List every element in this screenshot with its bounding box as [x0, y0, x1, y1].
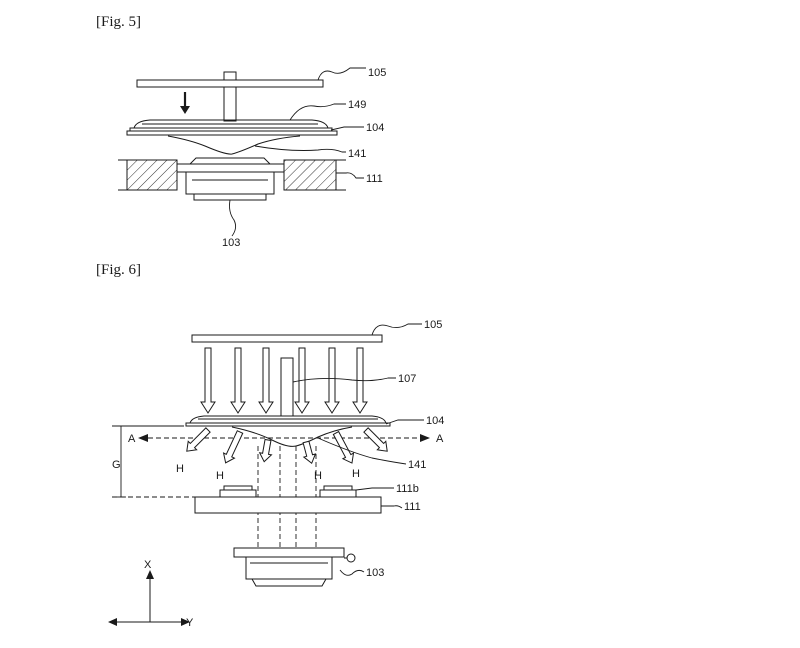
fig5-label-103: 103: [222, 237, 240, 249]
fig6-label-111b: 111b: [396, 483, 419, 495]
fig6-leader-107: [292, 377, 396, 383]
fig5-down-arrow-icon: [180, 92, 190, 114]
fig6-plate-105: [191, 334, 383, 343]
fig5-leader-103: [229, 199, 237, 237]
fig6-label-107: 107: [398, 373, 416, 385]
fig6-leader-111b: [355, 487, 394, 491]
down-arrow-icon: [200, 347, 216, 414]
fig5-leader-111: [336, 172, 364, 179]
fig5-wafer-stack-104: [126, 119, 338, 136]
fig6-label-104: 104: [426, 415, 444, 427]
fig5-title: [Fig. 5]: [96, 14, 141, 30]
fig6-label-105: 105: [424, 319, 442, 331]
down-arrow-icon: [324, 347, 340, 414]
fig6-leader-104: [385, 419, 424, 425]
down-arrow-icon: [258, 347, 274, 414]
diagonal-arrow-icon: [302, 440, 317, 465]
fig5-unit-103: [185, 157, 275, 201]
fig6-label-141: 141: [408, 459, 426, 471]
fig5-membrane-141: [167, 135, 301, 155]
fig6-label-h4: H: [352, 468, 360, 480]
fig6-support-111: [194, 485, 382, 514]
diagonal-arrow-icon: [363, 427, 388, 452]
fig6-label-g: G: [112, 459, 121, 471]
y-axis-left-arrowhead-icon: [108, 618, 117, 626]
axis-label-y: Y: [186, 617, 194, 629]
left-arrowhead-icon: [138, 434, 148, 442]
fig6-h-arrows: [186, 427, 388, 465]
fig5-leader-149: [289, 103, 346, 121]
fig6-wafer-stack-104: [185, 415, 391, 427]
fig5-shaft: [223, 86, 237, 122]
fig6-shaft-107: [280, 357, 294, 417]
fig5-shaft-cap: [223, 71, 237, 81]
fig5-label-141: 141: [348, 148, 366, 160]
fig5-support-111: [118, 159, 346, 191]
fig5-label-104: 104: [366, 122, 384, 134]
fig6-leader-141: [317, 437, 407, 465]
fig6-title: [Fig. 6]: [96, 262, 141, 278]
down-arrow-icon: [230, 347, 246, 414]
fig6-leader-103: [339, 569, 365, 576]
diagonal-arrow-icon: [186, 427, 211, 452]
fig6-label-h2: H: [216, 470, 224, 482]
fig6-label-a-left: A: [128, 433, 136, 445]
fig6-label-a-right: A: [436, 433, 444, 445]
diagonal-arrow-icon: [222, 430, 244, 464]
fig5-leader-104: [330, 126, 364, 131]
fig6-label-h3: H: [314, 470, 322, 482]
fig5-label-111: 111: [366, 173, 383, 185]
diagonal-arrow-icon: [332, 430, 355, 464]
fig6-axes: [108, 570, 190, 626]
fig5-label-149: 149: [348, 99, 366, 111]
fig6-leader-111: [381, 505, 403, 509]
fig5-plate-105: [136, 79, 324, 88]
fig6-diagram: 105 107 104 141 111b 111 103 A A G H H H…: [108, 319, 444, 629]
fig5-leader-105: [317, 67, 366, 81]
fig5-label-105: 105: [368, 67, 386, 79]
fig6-membrane-141: [231, 426, 353, 447]
diagonal-arrow-icon: [258, 438, 273, 463]
fig6-label-111: 111: [404, 501, 421, 513]
right-arrowhead-icon: [420, 434, 430, 442]
fig5-diagram: 105 149 104 141 111 103: [118, 67, 386, 249]
axis-label-x: X: [144, 559, 152, 571]
fig6-unit-103: [233, 547, 356, 587]
fig6-gap-g: [112, 425, 196, 498]
fig6-label-h1: H: [176, 463, 184, 475]
fig5-leader-141: [254, 145, 346, 153]
y-axis-right-arrowhead-icon: [181, 618, 190, 626]
x-axis-arrowhead-icon: [146, 570, 154, 579]
fig6-leader-105: [371, 323, 422, 336]
fig6-label-103: 103: [366, 567, 384, 579]
